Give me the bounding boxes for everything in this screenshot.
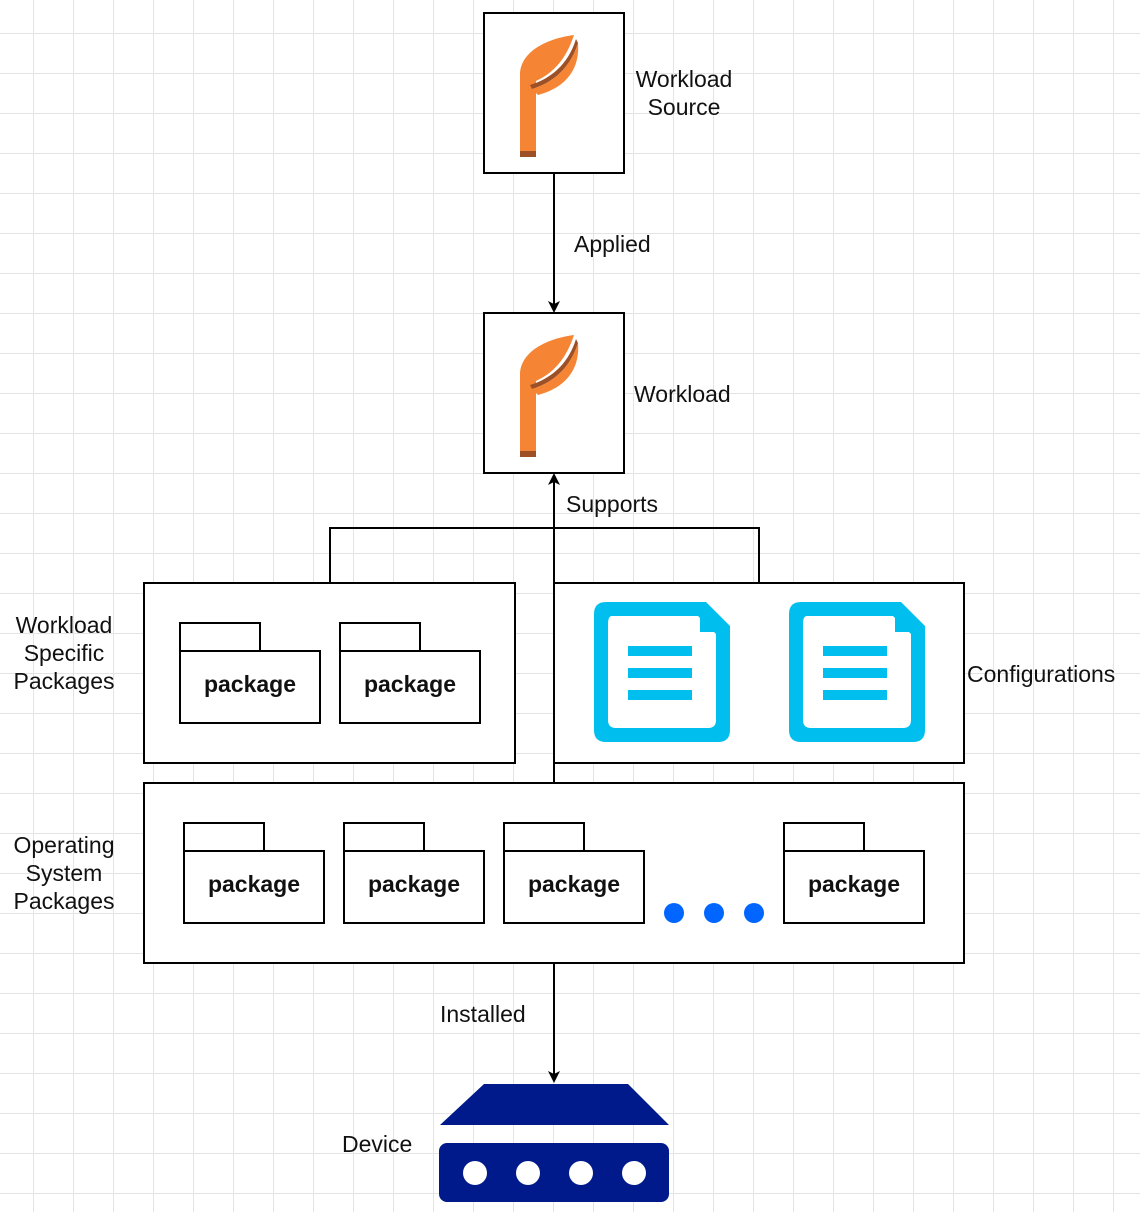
- package-item[interactable]: package: [343, 822, 485, 924]
- configurations-label: Configurations: [967, 661, 1116, 687]
- label-line: Operating: [13, 832, 115, 858]
- label-line: Workload: [635, 66, 733, 92]
- workload-node[interactable]: [483, 312, 625, 474]
- workload-source-label: Workload Source: [629, 65, 739, 121]
- os-packages-box[interactable]: package package package package: [143, 782, 965, 964]
- supports-edge: [329, 473, 760, 783]
- package-item[interactable]: package: [179, 622, 321, 724]
- installed-edge-label: Installed: [440, 1001, 526, 1027]
- label-line: Source: [647, 94, 721, 120]
- device-label: Device: [342, 1131, 413, 1157]
- supports-edge-label: Supports: [566, 491, 659, 517]
- label-line: Specific: [23, 640, 105, 666]
- package-item[interactable]: package: [783, 822, 925, 924]
- workload-label: Workload: [634, 381, 731, 407]
- os-packages-label: Operating System Packages: [4, 831, 124, 915]
- more-dots-icon: [664, 903, 764, 923]
- applied-edge-label: Applied: [574, 231, 651, 257]
- workload-specific-packages-label: Workload Specific Packages: [4, 611, 124, 695]
- package-label: package: [364, 671, 456, 697]
- label-line: System: [25, 860, 103, 886]
- label-line: Packages: [13, 888, 115, 914]
- package-label: package: [808, 871, 900, 897]
- workload-source-node[interactable]: [483, 12, 625, 174]
- configurations-box[interactable]: [553, 582, 965, 764]
- package-label: package: [208, 871, 300, 897]
- workload-specific-packages-box[interactable]: package package: [143, 582, 516, 764]
- package-item[interactable]: package: [339, 622, 481, 724]
- package-label: package: [528, 871, 620, 897]
- document-icon: [789, 602, 925, 742]
- package-label: package: [204, 671, 296, 697]
- document-icon: [594, 602, 730, 742]
- package-item[interactable]: package: [183, 822, 325, 924]
- label-line: Workload: [15, 612, 113, 638]
- label-line: Packages: [13, 668, 115, 694]
- package-label: package: [368, 871, 460, 897]
- network-device-icon[interactable]: [439, 1084, 669, 1202]
- package-item[interactable]: package: [503, 822, 645, 924]
